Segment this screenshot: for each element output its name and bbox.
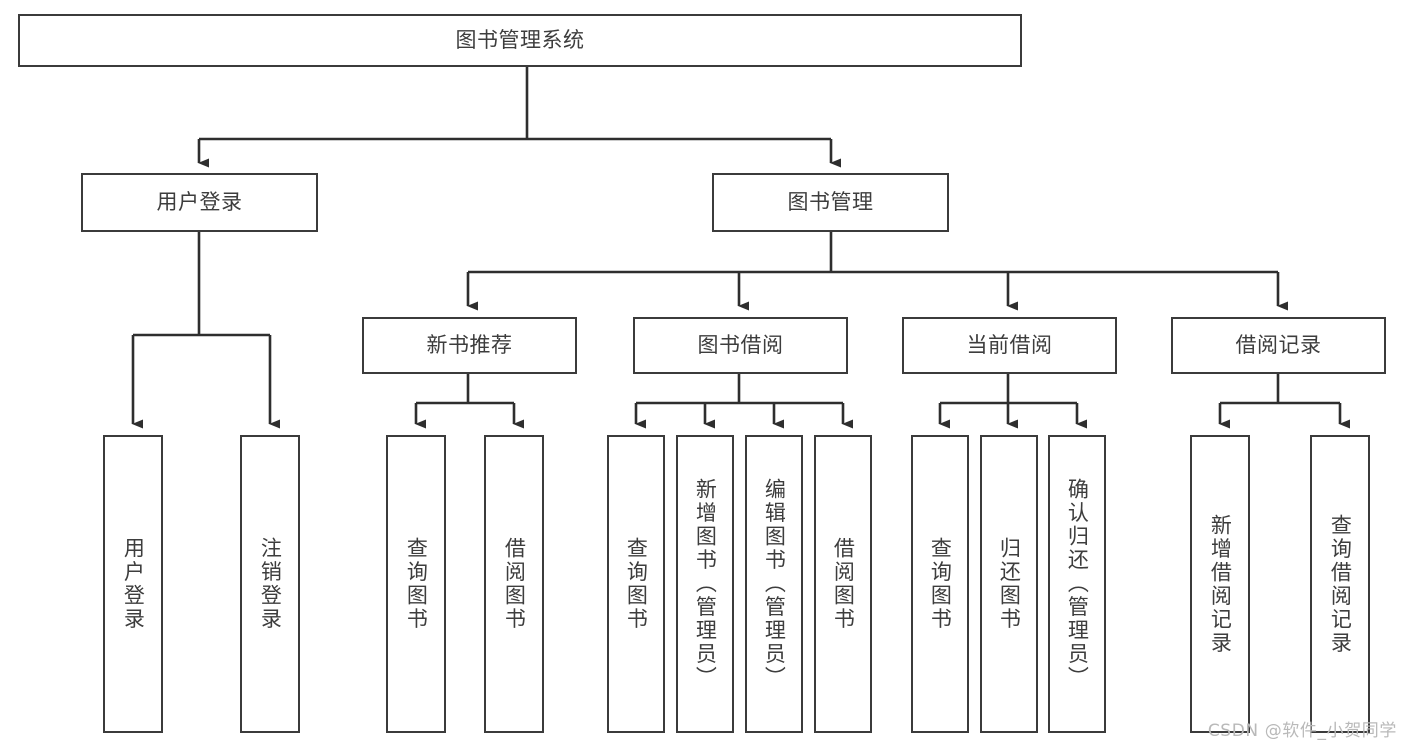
node-label: 图书管理: [787, 190, 874, 215]
node-leaf-user-login[interactable]: 用户登录: [103, 435, 163, 733]
node-label: 图书管理系统: [455, 28, 585, 53]
node-label: 借阅记录: [1235, 333, 1322, 358]
node-label: 注销登录: [258, 537, 283, 631]
node-user-login[interactable]: 用户登录: [81, 173, 318, 232]
node-label: 用户登录: [156, 190, 243, 215]
node-label: 查询图书: [404, 537, 429, 631]
node-leaf-confirm-return[interactable]: 确认归还（管理员）: [1048, 435, 1106, 733]
node-label: 归还图书: [997, 537, 1022, 631]
node-leaf-edit-book[interactable]: 编辑图书（管理员）: [745, 435, 803, 733]
node-label: 新增图书（管理员）: [693, 478, 718, 690]
node-label: 新增借阅记录: [1208, 513, 1233, 655]
node-new-book-recommend[interactable]: 新书推荐: [362, 317, 577, 374]
watermark-text: CSDN @软件_小贺同学: [1207, 721, 1397, 741]
node-label: 借阅图书: [502, 537, 527, 631]
node-label: 查询图书: [624, 537, 649, 631]
node-book-borrow[interactable]: 图书借阅: [633, 317, 848, 374]
node-leaf-logout[interactable]: 注销登录: [240, 435, 300, 733]
node-label: 查询图书: [928, 537, 953, 631]
node-root-book-management-system[interactable]: 图书管理系统: [18, 14, 1022, 67]
node-borrow-record[interactable]: 借阅记录: [1171, 317, 1386, 374]
node-leaf-borrow-book-1[interactable]: 借阅图书: [484, 435, 544, 733]
node-leaf-return-book[interactable]: 归还图书: [980, 435, 1038, 733]
node-label: 查询借阅记录: [1328, 513, 1353, 655]
node-book-manage[interactable]: 图书管理: [712, 173, 949, 232]
node-label: 借阅图书: [831, 537, 856, 631]
node-leaf-query-book-1[interactable]: 查询图书: [386, 435, 446, 733]
node-leaf-add-record[interactable]: 新增借阅记录: [1190, 435, 1250, 733]
node-current-borrow[interactable]: 当前借阅: [902, 317, 1117, 374]
node-label: 图书借阅: [697, 333, 784, 358]
node-label: 编辑图书（管理员）: [762, 478, 787, 690]
node-leaf-query-record[interactable]: 查询借阅记录: [1310, 435, 1370, 733]
node-label: 新书推荐: [426, 333, 513, 358]
node-leaf-borrow-book-2[interactable]: 借阅图书: [814, 435, 872, 733]
node-label: 用户登录: [121, 537, 146, 631]
node-leaf-query-book-3[interactable]: 查询图书: [911, 435, 969, 733]
node-leaf-query-book-2[interactable]: 查询图书: [607, 435, 665, 733]
node-label: 当前借阅: [966, 333, 1053, 358]
node-label: 确认归还（管理员）: [1065, 478, 1090, 690]
node-leaf-add-book[interactable]: 新增图书（管理员）: [676, 435, 734, 733]
